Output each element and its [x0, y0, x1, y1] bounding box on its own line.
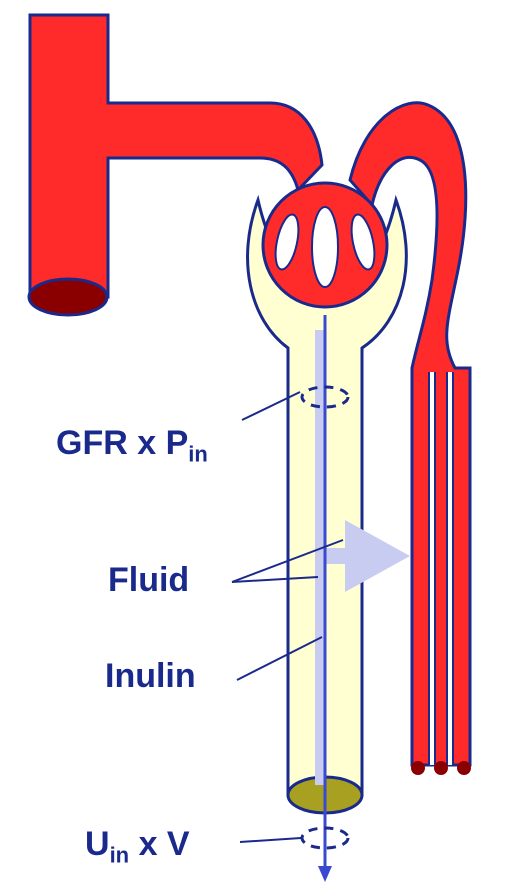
- capillary-end-1: [411, 761, 425, 775]
- capillary-end-3: [457, 761, 471, 775]
- urine-label-main: U: [85, 825, 110, 863]
- inulin-arrowhead: [318, 866, 332, 882]
- fluid-label: Fluid: [108, 563, 189, 597]
- gfr-label: GFR x Pin: [56, 426, 208, 466]
- afferent-artery-lumen: [29, 279, 107, 315]
- gfr-label-sub: in: [188, 442, 208, 467]
- urine-excretion-label: Uin x V: [85, 827, 190, 867]
- glomerular-capillary-2: [312, 207, 338, 287]
- inulin-label: Inulin: [105, 659, 196, 693]
- urine-leader-line: [240, 838, 301, 842]
- urine-label-sub: in: [110, 843, 130, 868]
- gfr-label-main: GFR x P: [56, 424, 188, 462]
- urine-label-tail: x V: [129, 825, 189, 863]
- capillary-end-2: [434, 761, 448, 775]
